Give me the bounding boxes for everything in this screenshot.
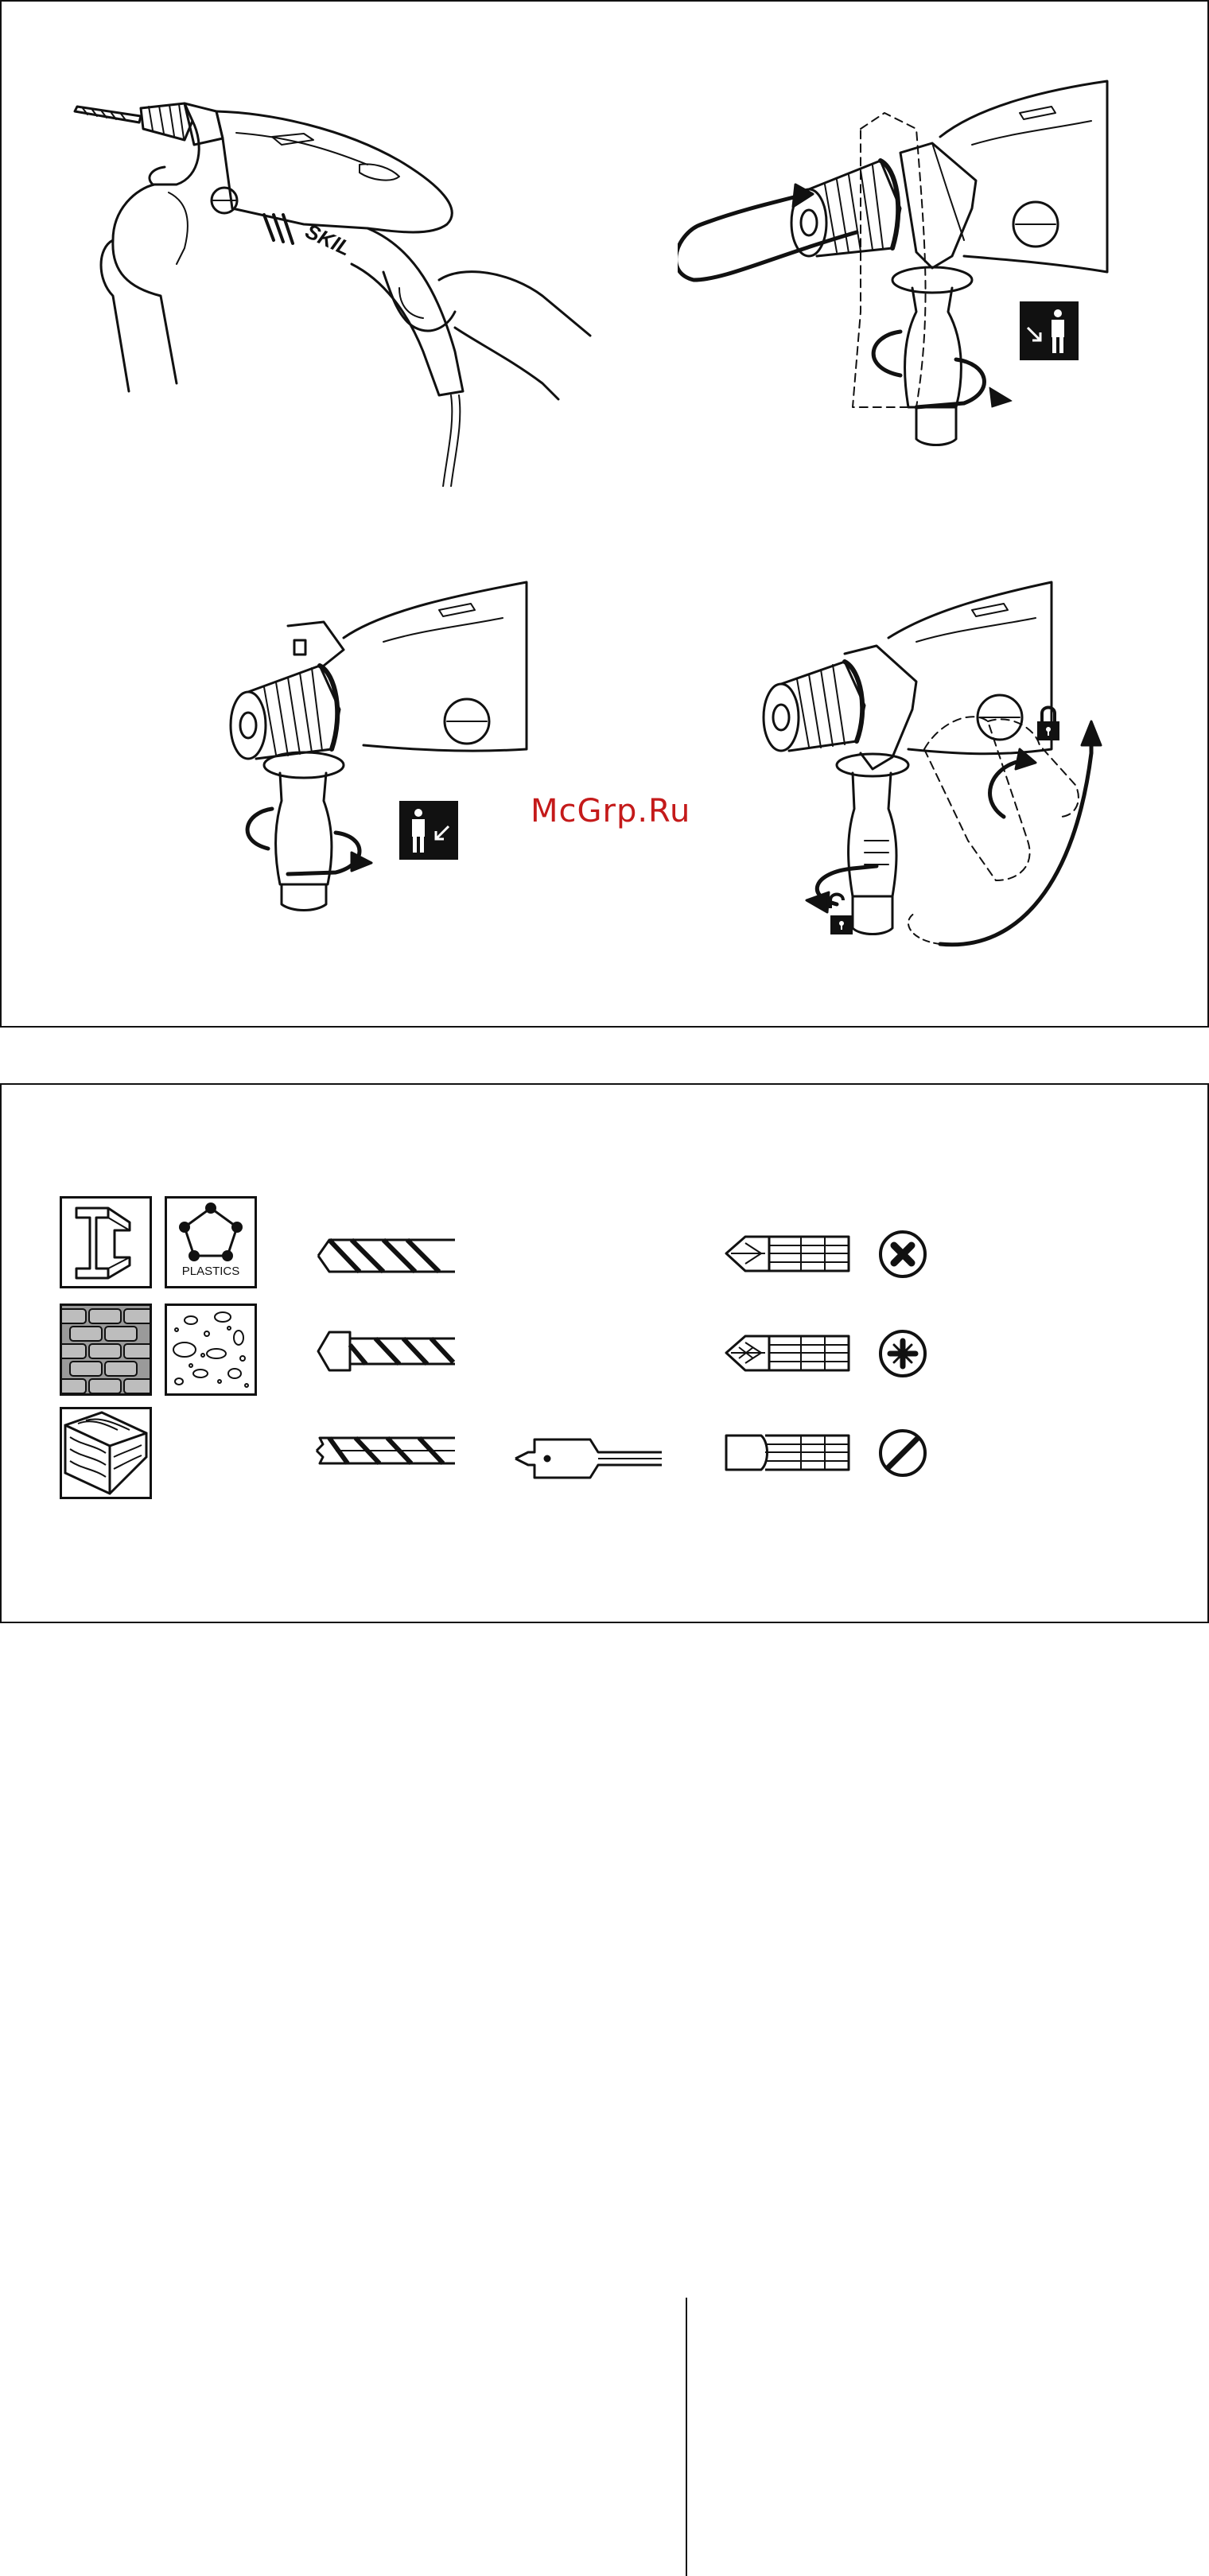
watermark: McGrp.Ru	[531, 793, 690, 830]
plastics-label: PLASTICS	[167, 1265, 255, 1278]
plastics-icon: PLASTICS	[165, 1196, 257, 1288]
drill-two-hands-illustration: SKIL	[65, 89, 606, 487]
spade-bit-icon	[511, 1435, 662, 1482]
unlocked-padlock-icon	[830, 895, 853, 935]
wood-grain-icon	[60, 1407, 152, 1499]
handle-lock-illustration	[757, 578, 1131, 960]
handle-rotate-illustration	[224, 578, 558, 920]
wood-drill-bit-icon	[312, 1427, 455, 1474]
illustration-panel-bottom: PLASTICS	[0, 1083, 1209, 1623]
person-caution-icon	[399, 801, 458, 860]
concrete-icon	[165, 1304, 257, 1396]
illustration-panel-top: SKIL	[0, 0, 1209, 1028]
column-divider	[686, 2298, 687, 2576]
steel-beam-icon	[60, 1196, 152, 1288]
slotted-bit-icon	[721, 1431, 853, 1474]
masonry-drill-bit-icon	[312, 1327, 455, 1375]
handle-mount-illustration	[678, 73, 1123, 463]
brick-wall-icon	[60, 1304, 152, 1396]
phillips-bit-icon	[721, 1232, 853, 1276]
pozidriv-head-icon	[877, 1327, 929, 1380]
person-caution-icon	[1020, 301, 1079, 360]
locked-padlock-icon	[1037, 708, 1059, 741]
pozidriv-bit-icon	[721, 1331, 853, 1375]
slotted-head-icon	[877, 1427, 929, 1479]
metal-drill-bit-icon	[312, 1232, 455, 1280]
phillips-head-icon	[877, 1228, 929, 1280]
